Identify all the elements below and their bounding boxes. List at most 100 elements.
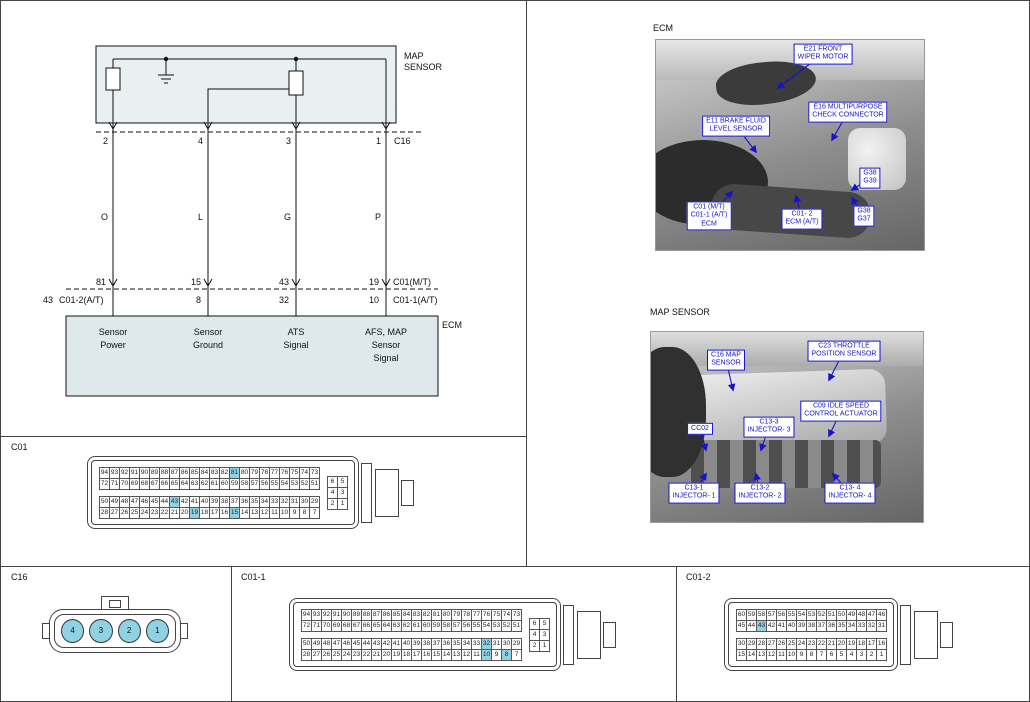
map-sensor-box — [95, 45, 397, 124]
pin-1: 1 — [539, 640, 550, 652]
left-element — [105, 67, 121, 91]
ecm-signal-label: Signal — [283, 340, 308, 350]
ecm-pin-number: 8 — [196, 295, 201, 305]
right-element — [288, 70, 304, 96]
c16-pin-2: 2 — [117, 619, 141, 643]
ecm-box-label: ECM — [442, 320, 462, 330]
c16-panel-title: C16 — [11, 572, 28, 582]
ecm-connector-label-at2: C01-2(A/T) — [59, 295, 104, 305]
c16-pin-3: 3 — [89, 619, 113, 643]
pin-1: 1 — [876, 649, 887, 661]
c16-pin-number: 3 — [286, 136, 291, 146]
c01-panel-title: C01 — [11, 442, 28, 452]
connector-lock — [900, 604, 953, 665]
pin-51: 51 — [511, 620, 522, 632]
hose-shape — [651, 347, 706, 477]
harness-wires — [112, 123, 387, 316]
ecm-pin-number: 32 — [279, 295, 289, 305]
ecm-photo-title: ECM — [653, 23, 673, 33]
map-sensor-circuit-svg: 2 4 3 1 C16 O L G P 81 15 43 19 C01(M/T) — [43, 45, 462, 397]
ecm-signal-label: Power — [100, 340, 126, 350]
ecm-connector-label-at1: C01-1(A/T) — [393, 295, 438, 305]
connector-latch — [101, 596, 129, 609]
c16-pin-number: 4 — [198, 136, 203, 146]
pin-7: 7 — [511, 649, 522, 661]
ecm-pin-number: 81 — [96, 277, 106, 287]
junction-dot — [293, 56, 299, 62]
connector-lock — [361, 462, 414, 523]
c01-2-panel-title: C01-2 — [686, 572, 711, 582]
junction-dot — [163, 56, 169, 62]
connector-lock — [563, 604, 616, 665]
ecm-connector-symbol — [66, 278, 438, 290]
wire-color-label: G — [284, 212, 291, 222]
pin-51: 51 — [309, 478, 320, 490]
divider-horizontal-c01 — [1, 436, 526, 437]
divider-horizontal-bottom — [1, 566, 1029, 567]
wire-color-label: L — [198, 212, 203, 222]
c16-connector-label: C16 — [394, 136, 411, 146]
injector-rail-shape — [691, 440, 881, 488]
map-sensor-caption: SENSOR — [404, 62, 443, 72]
photo-callout: CC02 — [687, 422, 713, 436]
map-sensor-caption: MAP — [404, 51, 424, 61]
ecm-pin-number: 15 — [191, 277, 201, 287]
c16-pin-4: 4 — [61, 619, 85, 643]
c16-pin-number: 2 — [103, 136, 108, 146]
ecm-pin-number: 43 — [43, 295, 53, 305]
ecm-box — [65, 315, 439, 397]
ecm-pin-number: 43 — [279, 277, 289, 287]
map-sensor-internal — [95, 45, 397, 124]
divider-vertical-c012 — [676, 566, 677, 701]
map-photo-title: MAP SENSOR — [650, 307, 710, 317]
c01-1-panel-title: C01-1 — [241, 572, 266, 582]
divider-vertical-c16 — [231, 566, 232, 701]
ecm-signal-label: Sensor — [194, 327, 223, 337]
c16-pin-number: 1 — [376, 136, 381, 146]
ecm-signal-label: Sensor — [372, 340, 401, 350]
pin-31: 31 — [876, 620, 887, 632]
ecm-pin-number: 19 — [369, 277, 379, 287]
c16-connector-symbol — [96, 121, 421, 133]
pin-7: 7 — [309, 507, 320, 519]
wire-color-label: P — [375, 212, 381, 222]
ecm-signal-label: Ground — [193, 340, 223, 350]
circuit-diagram-panel: 2 4 3 1 C16 O L G P 81 15 43 19 C01(M/T) — [1, 1, 526, 436]
divider-vertical-main — [526, 1, 527, 566]
ecm-signal-label: ATS — [288, 327, 305, 337]
c16-pin-1: 1 — [145, 619, 169, 643]
ecm-signal-label: AFS, MAP — [365, 327, 407, 337]
ecm-connector-label-mt: C01(M/T) — [393, 277, 431, 287]
ecm-pin-number: 10 — [369, 295, 379, 305]
